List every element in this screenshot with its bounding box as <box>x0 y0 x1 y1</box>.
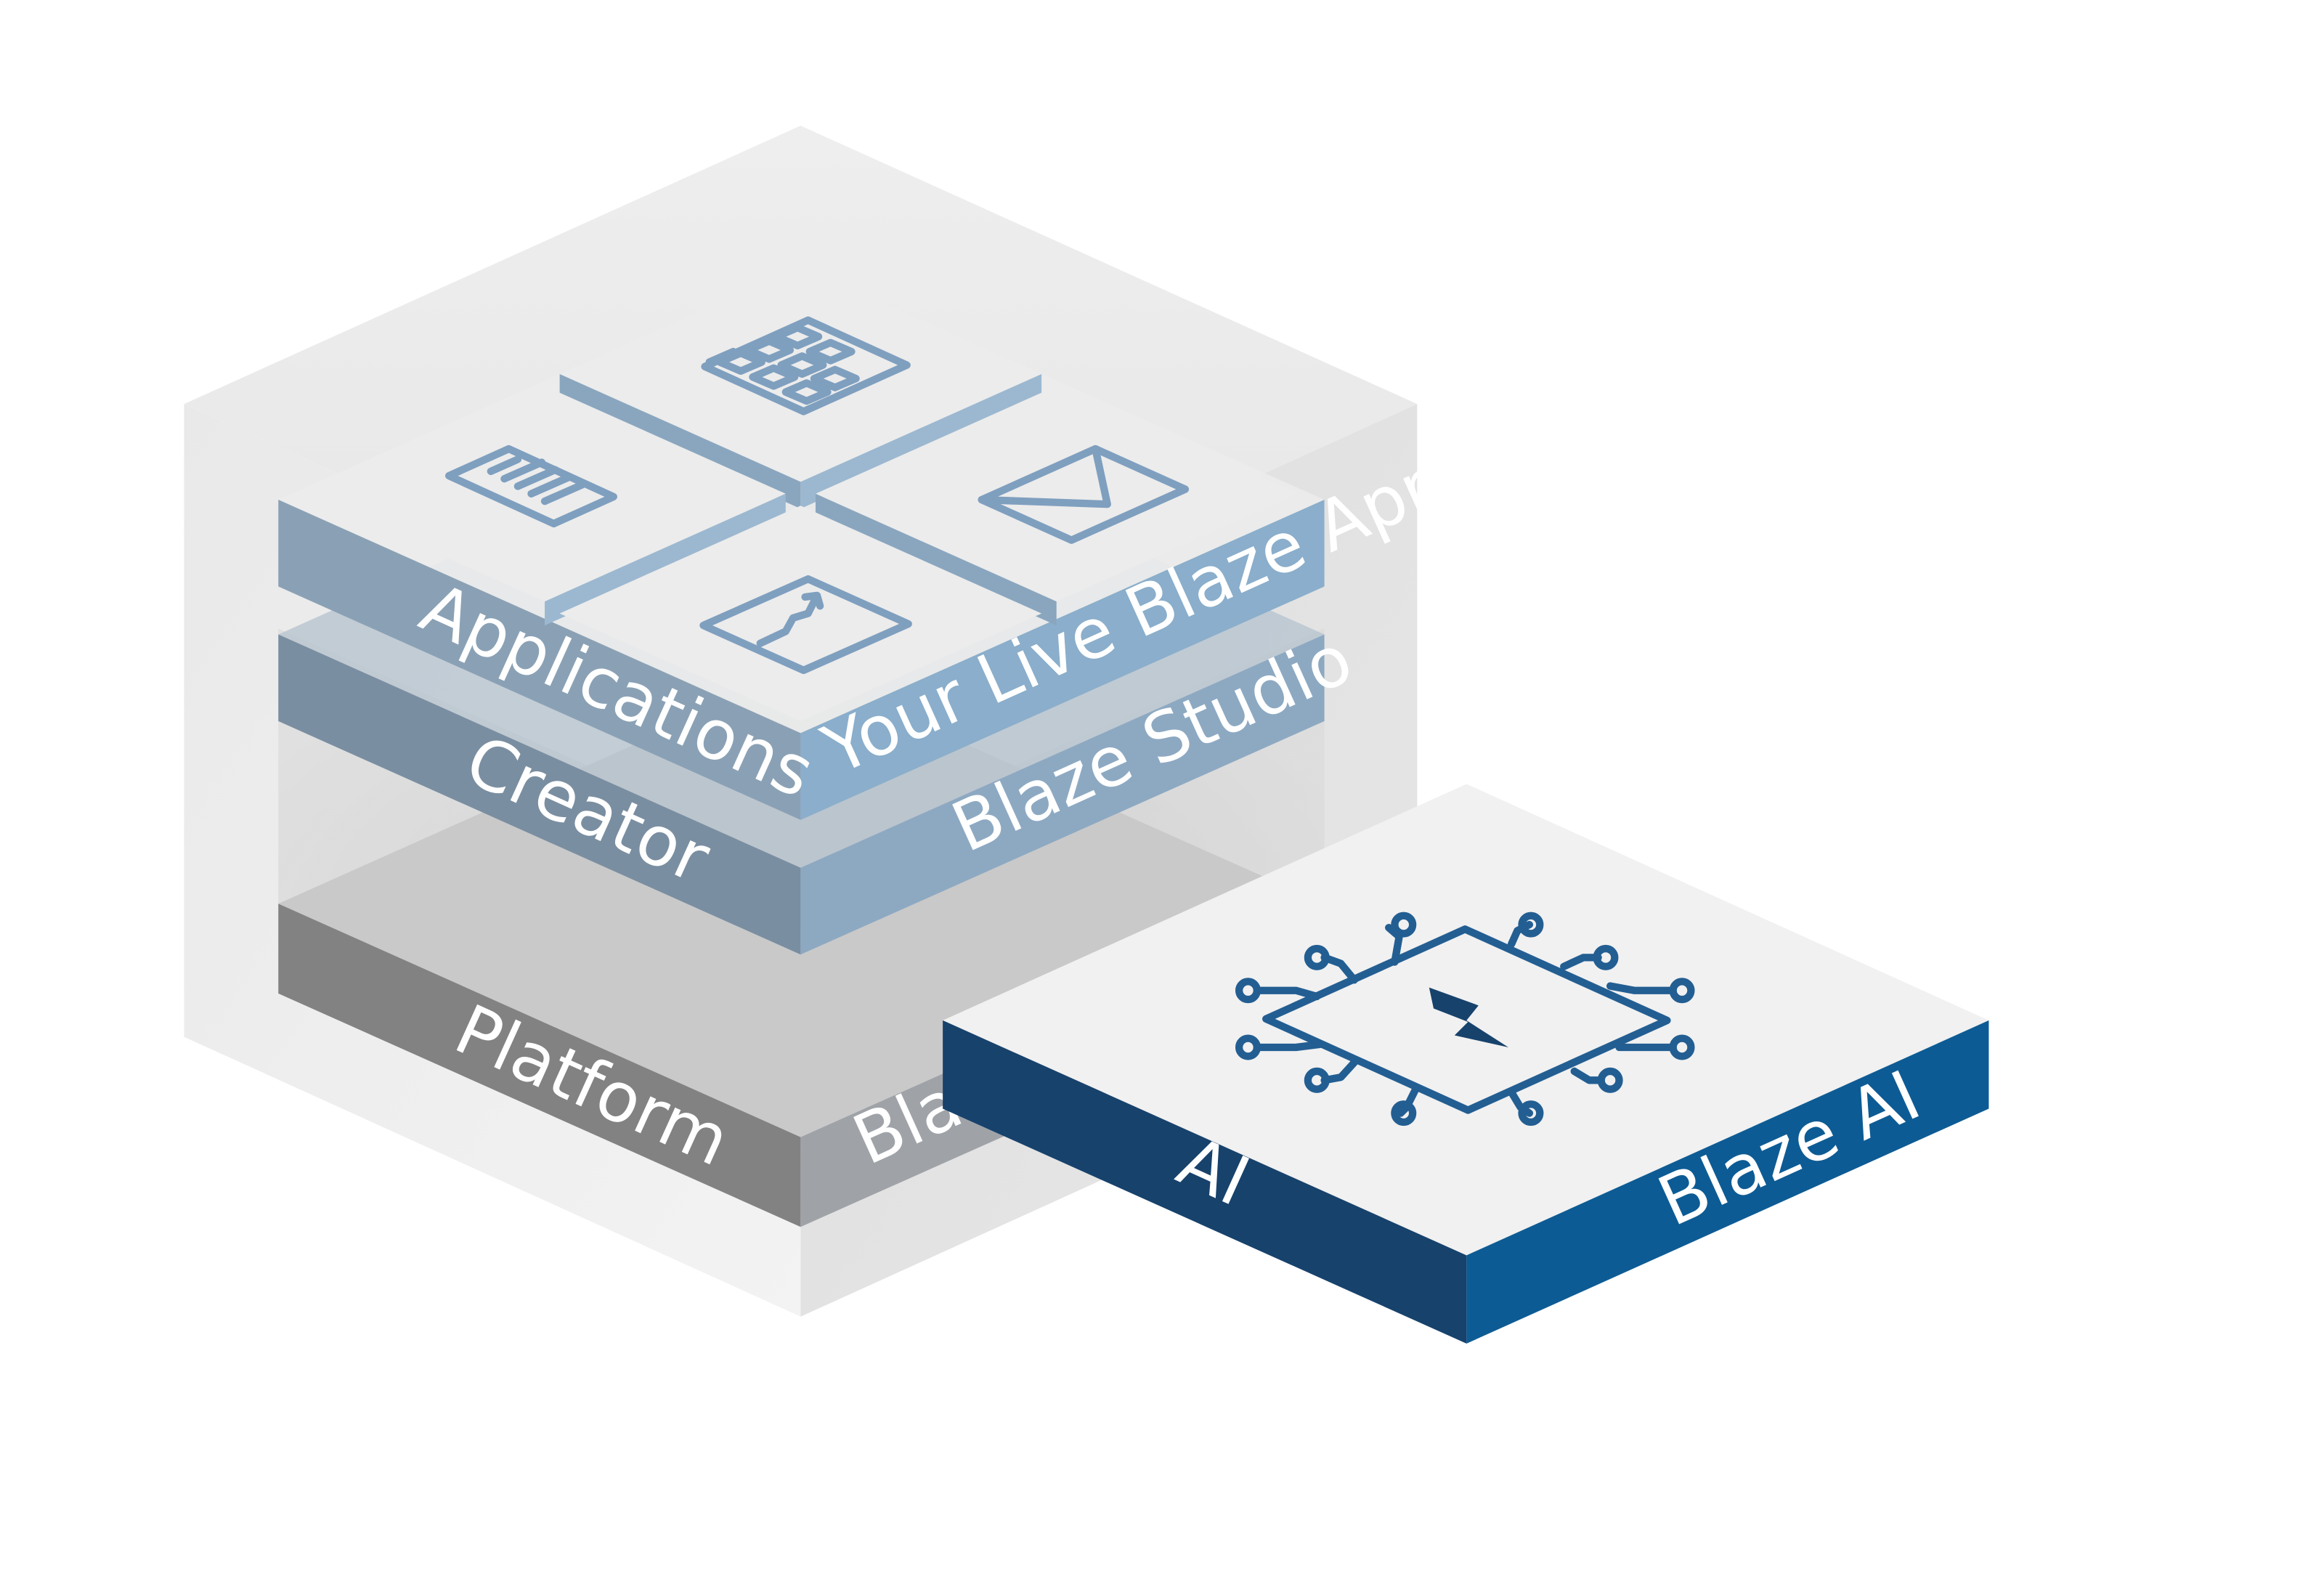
applications-right-face <box>800 500 1325 820</box>
tile-right <box>815 386 1298 626</box>
layer-ai: AI Blaze AI <box>943 784 1989 1344</box>
creator-right-face <box>800 634 1325 955</box>
applications-left-face <box>278 500 801 820</box>
chart-icon <box>699 575 912 675</box>
document-icon <box>445 444 617 528</box>
ai-right-face <box>1466 1020 1989 1344</box>
creator-left-face <box>278 634 801 955</box>
lightning-icon <box>1429 987 1509 1047</box>
layer-applications: Applications Your Live Blaze Application… <box>278 266 1720 820</box>
ai-chip-icon <box>1235 912 1695 1127</box>
calendar-icon <box>701 316 911 415</box>
ai-left-face <box>943 1020 1467 1344</box>
tile-left <box>304 386 786 626</box>
envelope-icon <box>978 444 1190 544</box>
platform-left-face <box>278 904 801 1227</box>
